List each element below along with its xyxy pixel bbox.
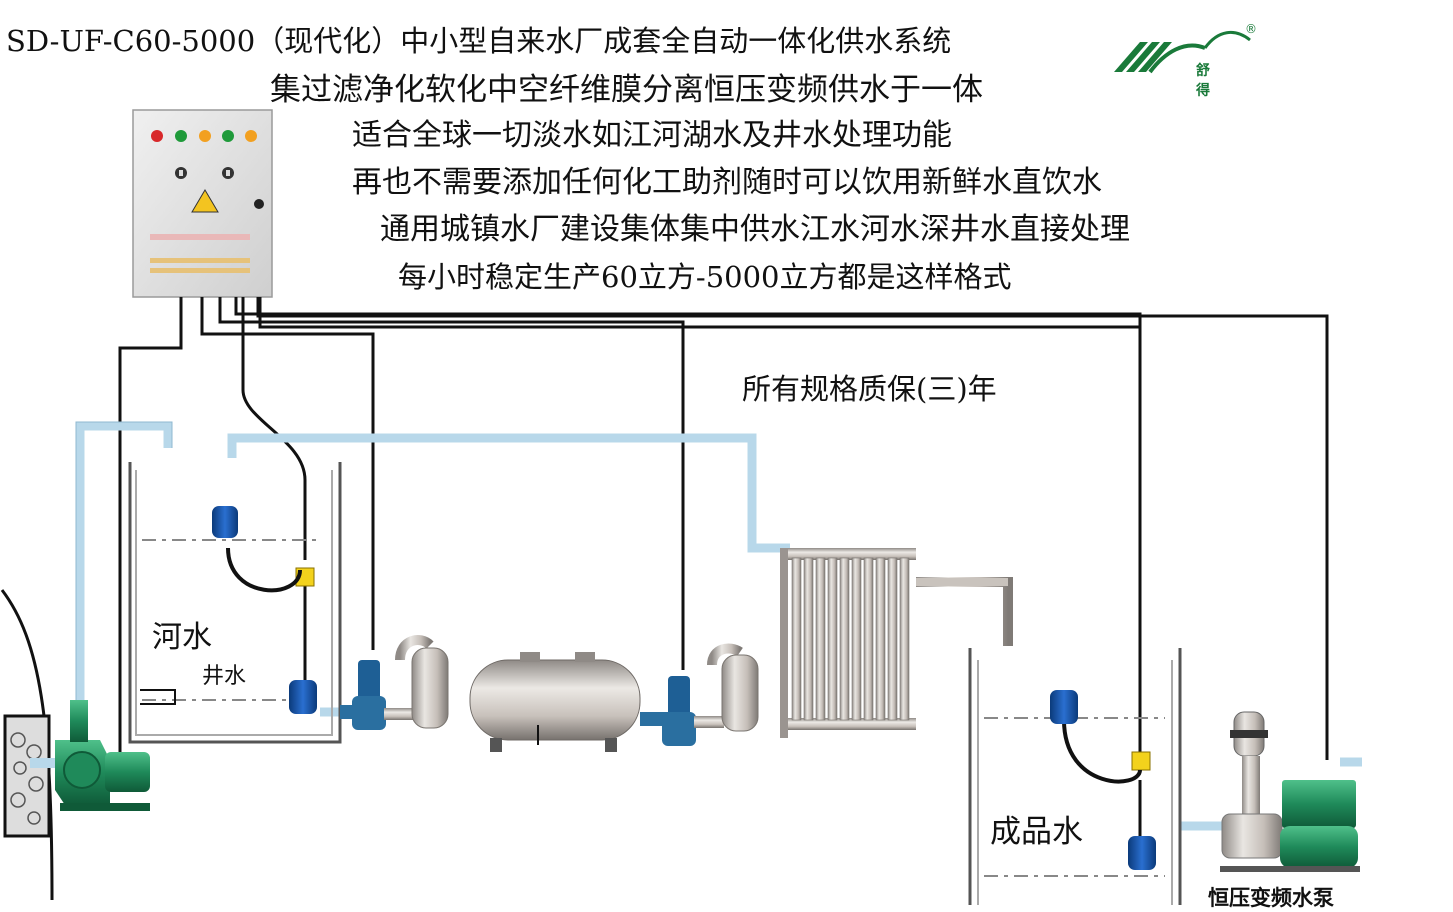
- control-panel: [132, 109, 273, 298]
- logo-text: 舒 得: [1196, 63, 1214, 99]
- uf-membrane-rack: [780, 548, 916, 738]
- well-water-label: 井水: [202, 664, 247, 689]
- booster-pump-2-icon: [640, 676, 724, 746]
- page-title: SD-UF-C60-5000（现代化）中小型自来水厂成套全自动一体化供水系统: [6, 24, 952, 58]
- vfd-pump-label: 恒压变频水泵: [1208, 885, 1334, 910]
- uf-membrane-tube: [839, 557, 850, 721]
- warranty-note: 所有规格质保(三)年: [742, 372, 997, 406]
- registered-mark: ®: [1245, 22, 1257, 36]
- uf-membrane-tube: [815, 557, 826, 721]
- uf-membrane-tube: [791, 557, 802, 721]
- prefilter-1: [395, 635, 470, 729]
- booster-pump-1-icon: [340, 660, 414, 730]
- river-bank: [0, 589, 54, 901]
- uf-membrane-tube: [863, 557, 874, 721]
- uf-membrane-tube: [827, 557, 838, 721]
- pressure-vessel: [469, 652, 641, 752]
- subtitle-line-5: 每小时稳定生产60立方-5000立方都是这样格式: [398, 260, 1012, 294]
- uf-membrane-tube: [851, 557, 862, 721]
- vfd-pump-icon: [1220, 711, 1360, 872]
- logo-mark-icon: [1114, 31, 1251, 74]
- raw-water-label: 河水: [152, 620, 212, 655]
- control-wires: [118, 297, 1329, 840]
- prefilter-2: [707, 643, 785, 732]
- subtitle-line-3: 再也不需要添加任何化工助剂随时可以饮用新鲜水直饮水: [352, 165, 1102, 200]
- product-water-label: 成品水: [990, 814, 1083, 850]
- intake-pump-icon: [30, 700, 150, 811]
- uf-membrane-tube: [899, 557, 910, 721]
- uf-membrane-tube: [887, 557, 898, 721]
- subtitle-line-1: 集过滤净化软化中空纤维膜分离恒压变频供水于一体: [270, 72, 983, 108]
- subtitle-line-4: 通用城镇水厂建设集体集中供水江水河水深井水直接处理: [380, 212, 1130, 247]
- uf-membrane-tube: [803, 557, 814, 721]
- raw-water-tank: [128, 462, 342, 744]
- product-water-tank: [968, 648, 1182, 905]
- water-pipes: [75, 421, 1362, 831]
- subtitle-line-2: 适合全球一切淡水如江河湖水及井水处理功能: [352, 118, 952, 153]
- uf-membrane-tube: [875, 557, 886, 721]
